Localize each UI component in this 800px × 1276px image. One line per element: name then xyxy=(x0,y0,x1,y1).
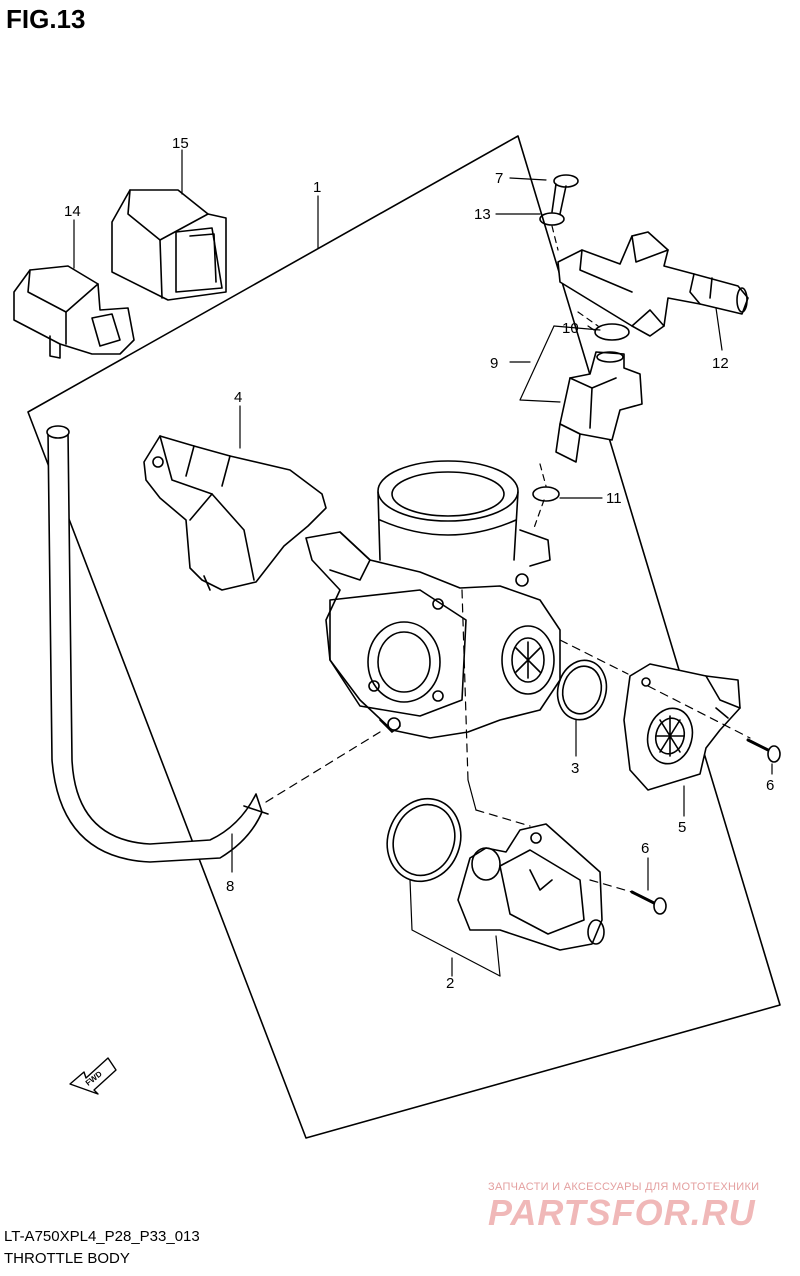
callout-5: 5 xyxy=(678,819,686,836)
watermark-tagline: ЗАПЧАСТИ И АКСЕССУАРЫ ДЛЯ МОТОТЕХНИКИ xyxy=(488,1181,760,1193)
part-6-screw-upper xyxy=(746,738,781,763)
callout-1: 1 xyxy=(313,179,321,196)
callout-12: 12 xyxy=(712,355,729,372)
forward-arrow-icon: FWD xyxy=(69,1057,117,1095)
callout-8: 8 xyxy=(226,878,234,895)
part-8-vacuum-hose xyxy=(46,425,269,863)
leader-lines xyxy=(73,149,773,977)
watermark-logo: PARTSFOR.RU xyxy=(488,1192,756,1233)
diagram-caption: THROTTLE BODY xyxy=(4,1250,130,1267)
part-15-connector-cover xyxy=(111,189,227,301)
part-12-fuel-delivery-pipe xyxy=(557,231,749,337)
part-6-screw-lower xyxy=(630,890,667,915)
callout-7: 7 xyxy=(495,170,503,187)
part-3-o-ring xyxy=(556,659,608,721)
part-13-washer xyxy=(539,212,565,226)
part-4-bracket-cover xyxy=(143,435,327,591)
assembly-frame xyxy=(27,135,781,1139)
diagram-code: LT-A750XPL4_P28_P33_013 xyxy=(4,1228,200,1245)
part-7-screw xyxy=(551,174,579,215)
part-2-idle-air-control-valve xyxy=(457,823,605,951)
figure-title: FIG.13 xyxy=(6,4,86,34)
part-2-o-ring xyxy=(386,797,462,883)
callout-11: 11 xyxy=(606,490,622,507)
part-11-injector-seal xyxy=(532,486,560,502)
part-14-map-sensor xyxy=(13,265,135,359)
part-5-throttle-position-sensor xyxy=(623,663,741,791)
callout-9: 9 xyxy=(490,355,498,372)
callout-14: 14 xyxy=(64,203,81,220)
part-10-o-ring xyxy=(594,323,630,341)
callout-6-lower: 6 xyxy=(641,840,649,857)
callout-15: 15 xyxy=(172,135,189,152)
callout-10: 10 xyxy=(562,320,579,337)
callout-6-upper: 6 xyxy=(766,777,774,794)
callout-4: 4 xyxy=(234,389,242,406)
part-1-throttle-body xyxy=(305,460,561,739)
part-9-fuel-injector xyxy=(555,351,643,463)
callout-13: 13 xyxy=(474,206,491,223)
callout-3: 3 xyxy=(571,760,579,777)
assembly-lines xyxy=(265,311,751,893)
callout-2: 2 xyxy=(446,975,454,992)
